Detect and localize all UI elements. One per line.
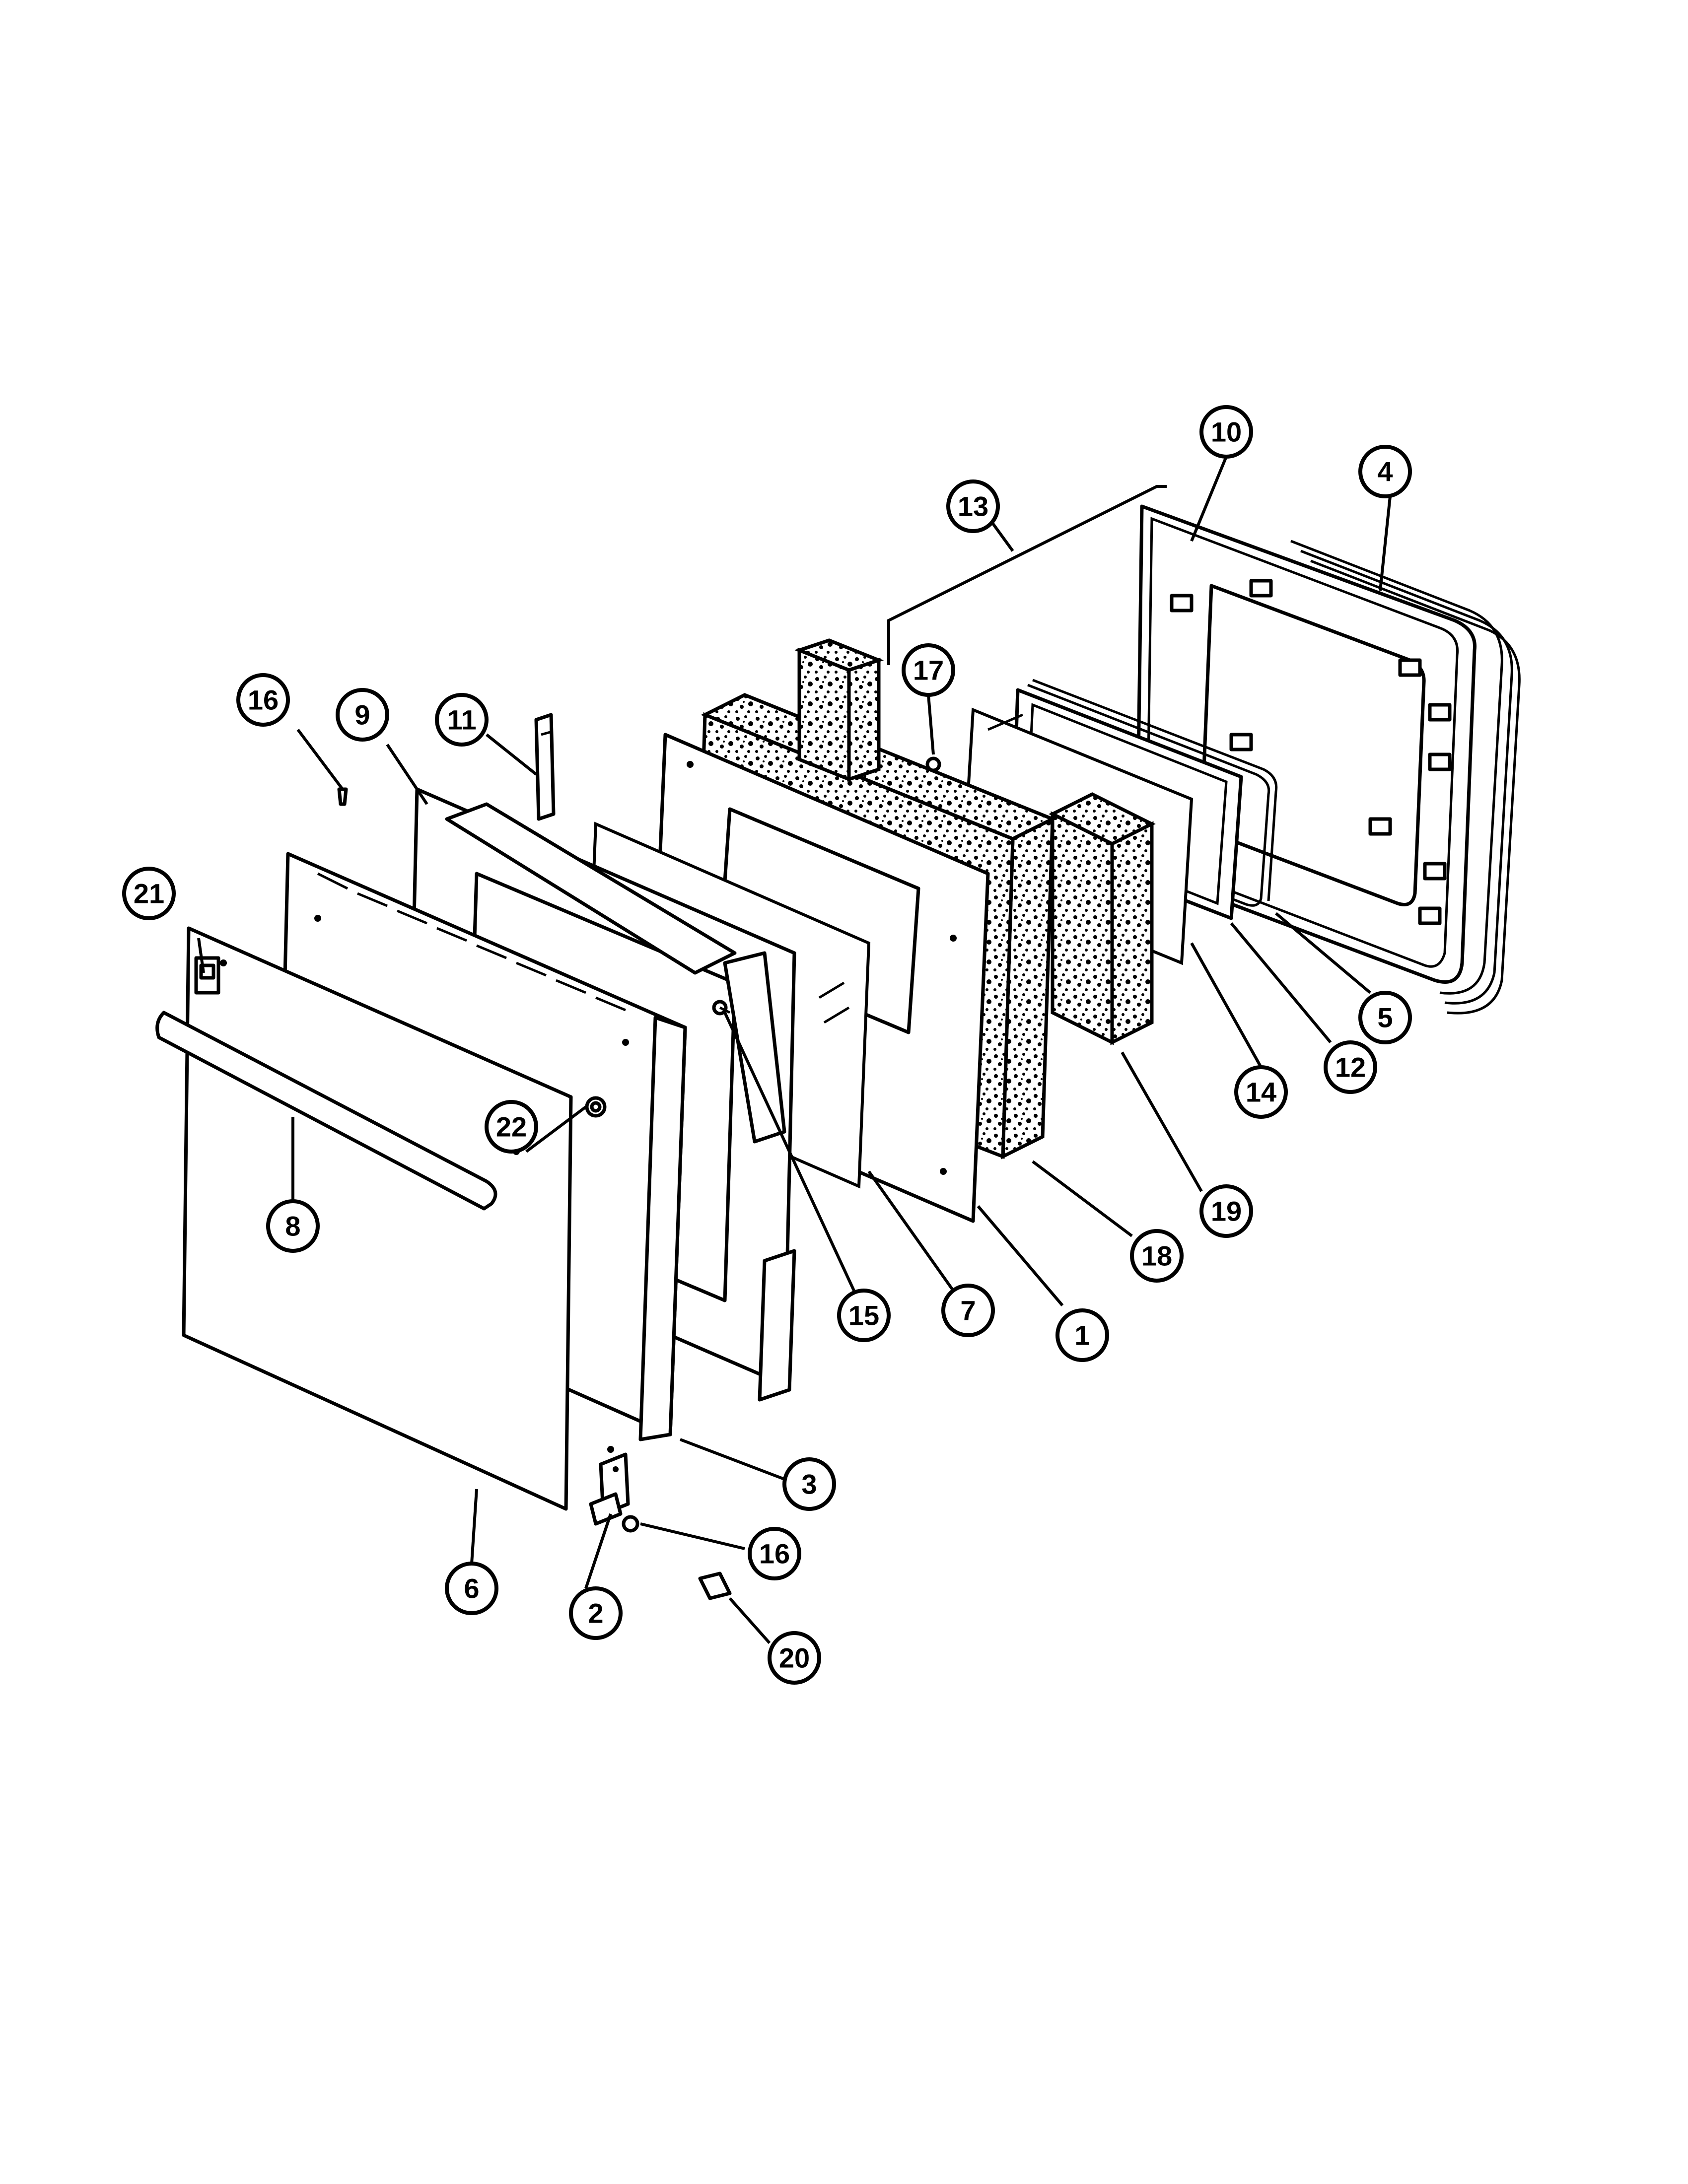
insulation-block — [1049, 792, 1156, 1045]
callout-13: 13 — [946, 479, 1000, 533]
callout-9-label: 9 — [354, 699, 370, 731]
insulation-post — [794, 638, 884, 782]
callout-16-top: 16 — [236, 673, 290, 727]
callout-5: 5 — [1358, 991, 1412, 1044]
callout-22-label: 22 — [496, 1111, 527, 1143]
callout-20: 20 — [768, 1631, 821, 1685]
clip — [698, 1571, 732, 1600]
callout-21: 21 — [122, 867, 176, 920]
callout-6-label: 6 — [464, 1573, 479, 1604]
callout-16-top-label: 16 — [248, 684, 279, 716]
callout-19-label: 19 — [1211, 1196, 1242, 1227]
screw-17 — [925, 756, 941, 772]
hinge-receiver — [589, 1452, 630, 1526]
callout-17: 17 — [902, 643, 955, 697]
door-gasket — [1290, 540, 1521, 1015]
grommet — [585, 1096, 607, 1118]
callout-20-label: 20 — [779, 1642, 810, 1674]
callout-11-label: 11 — [447, 704, 476, 736]
callout-9: 9 — [336, 688, 389, 742]
callout-16-bottom: 16 — [748, 1527, 801, 1580]
callout-16-bottom-label: 16 — [759, 1538, 790, 1570]
callout-10: 10 — [1199, 405, 1253, 459]
callout-12-label: 12 — [1335, 1052, 1366, 1083]
inner-door-liner — [1135, 504, 1477, 984]
door-handle — [155, 1011, 497, 1211]
callout-14: 14 — [1234, 1065, 1288, 1119]
callout-4-label: 4 — [1377, 456, 1393, 487]
callout-8: 8 — [266, 1199, 320, 1253]
screw — [712, 1000, 731, 1016]
callout-19: 19 — [1199, 1184, 1253, 1238]
callout-15: 15 — [837, 1289, 891, 1342]
callout-14-label: 14 — [1246, 1077, 1276, 1108]
callout-3: 3 — [782, 1457, 836, 1511]
bracket-13 — [887, 485, 1167, 665]
callout-12: 12 — [1324, 1040, 1377, 1094]
callout-2: 2 — [569, 1586, 623, 1640]
callout-3-label: 3 — [801, 1469, 817, 1500]
callout-1: 1 — [1055, 1308, 1109, 1362]
callout-18-label: 18 — [1141, 1240, 1172, 1272]
screw-16-top — [337, 787, 348, 806]
callout-13-label: 13 — [958, 491, 988, 522]
callout-8-label: 8 — [285, 1211, 300, 1242]
callout-7-label: 7 — [960, 1295, 976, 1326]
callout-17-label: 17 — [913, 655, 944, 686]
callout-2-label: 2 — [588, 1598, 603, 1629]
door-latch — [194, 956, 220, 995]
callout-6: 6 — [445, 1562, 498, 1615]
callout-1-label: 1 — [1074, 1320, 1090, 1351]
gasket-wire — [1027, 679, 1278, 907]
screw-16-bottom — [622, 1515, 639, 1533]
callout-21-label: 21 — [134, 878, 164, 909]
callout-5-label: 5 — [1377, 1002, 1393, 1033]
leader-lines — [197, 456, 1392, 1644]
callout-4: 4 — [1358, 445, 1412, 498]
callout-15-label: 15 — [848, 1300, 879, 1331]
callout-7: 7 — [941, 1284, 995, 1337]
callout-18: 18 — [1130, 1229, 1184, 1283]
callout-22: 22 — [485, 1100, 538, 1154]
hinge-bracket — [534, 713, 556, 821]
callout-11: 11 — [435, 693, 489, 747]
callout-10-label: 10 — [1211, 416, 1242, 448]
